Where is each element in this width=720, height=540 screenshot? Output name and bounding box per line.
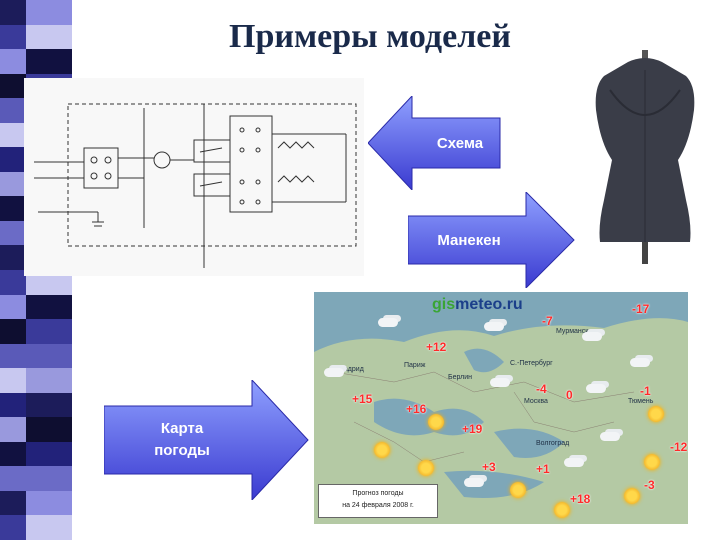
temperature-label: -7 bbox=[542, 314, 553, 328]
sun-icon bbox=[648, 406, 664, 422]
weather-map-label-line1: Карта bbox=[160, 420, 204, 437]
temperature-label: -4 bbox=[536, 382, 547, 396]
mannequin-image bbox=[590, 50, 700, 265]
strip-segment bbox=[0, 24, 72, 50]
temperature-label: +1 bbox=[536, 462, 550, 476]
cloud-icon bbox=[630, 358, 650, 367]
temperature-label: +18 bbox=[570, 492, 591, 506]
strip-segment bbox=[0, 49, 72, 74]
cloud-icon bbox=[490, 378, 510, 387]
cloud-icon bbox=[378, 318, 398, 327]
temperature-label: -1 bbox=[640, 384, 651, 398]
sun-icon bbox=[374, 442, 390, 458]
cloud-icon bbox=[600, 432, 620, 441]
strip-segment bbox=[0, 319, 72, 344]
temperature-label: +19 bbox=[462, 422, 483, 436]
temperature-label: +12 bbox=[426, 340, 447, 354]
strip-segment bbox=[0, 368, 72, 393]
city-label: Мурманск bbox=[556, 328, 589, 335]
weather-logo-suffix: meteo.ru bbox=[455, 296, 523, 313]
cloud-icon bbox=[464, 478, 484, 487]
sun-icon bbox=[554, 502, 570, 518]
strip-segment bbox=[0, 294, 72, 320]
forecast-caption: Прогноз погоды на 24 февраля 2008 г. bbox=[318, 484, 438, 518]
sun-icon bbox=[428, 414, 444, 430]
weather-map-label-line2: погоды bbox=[154, 442, 210, 459]
cloud-icon bbox=[564, 458, 584, 467]
strip-segment bbox=[0, 417, 72, 442]
sun-icon bbox=[624, 488, 640, 504]
scheme-arrow: Схема bbox=[368, 96, 502, 190]
strip-segment bbox=[0, 515, 72, 540]
sun-icon bbox=[644, 454, 660, 470]
weather-map-arrow: Карта погоды bbox=[104, 380, 310, 500]
weather-logo: gismeteo.ru bbox=[432, 296, 523, 314]
forecast-caption-line2: на 24 февраля 2008 г. bbox=[342, 502, 414, 509]
weather-map-label: Карта погоды bbox=[112, 418, 252, 462]
city-label: Мадрид bbox=[338, 366, 364, 373]
mannequin-arrow: Манекен bbox=[408, 192, 576, 288]
temperature-label: -3 bbox=[644, 478, 655, 492]
slide-title: Примеры моделей bbox=[229, 18, 511, 55]
city-label: Волгоград bbox=[536, 440, 570, 447]
scheme-label: Схема bbox=[436, 135, 484, 152]
temperature-label: +3 bbox=[482, 460, 496, 474]
strip-segment bbox=[0, 392, 72, 418]
city-label: С.-Петербург bbox=[510, 360, 553, 367]
city-label: Москва bbox=[524, 398, 548, 405]
strip-segment bbox=[0, 343, 72, 369]
weather-logo-prefix: gis bbox=[432, 296, 456, 313]
city-label: Тюмень bbox=[628, 398, 654, 405]
sun-icon bbox=[510, 482, 526, 498]
city-label: Берлин bbox=[448, 374, 473, 381]
strip-segment bbox=[0, 490, 72, 516]
temperature-label: +16 bbox=[406, 402, 427, 416]
temperature-label: 0 bbox=[566, 388, 573, 402]
sun-icon bbox=[418, 460, 434, 476]
temperature-label: -17 bbox=[632, 302, 650, 316]
right-arrow-icon bbox=[408, 192, 575, 288]
temperature-label: -12 bbox=[670, 440, 688, 454]
cloud-icon bbox=[586, 384, 606, 393]
strip-segment bbox=[0, 0, 72, 25]
cloud-icon bbox=[582, 332, 602, 341]
strip-segment bbox=[0, 466, 72, 491]
city-label: Париж bbox=[404, 362, 426, 369]
circuit-schematic-image bbox=[24, 78, 364, 276]
weather-map-image: gismeteo.ru -7 -17 +12 +15 +16 +19 -4 0 … bbox=[314, 292, 688, 524]
right-arrow-icon bbox=[104, 380, 309, 500]
forecast-caption-line1: Прогноз погоды bbox=[352, 490, 404, 497]
left-arrow-icon bbox=[368, 96, 501, 190]
strip-segment bbox=[0, 441, 72, 467]
cloud-icon bbox=[324, 368, 344, 377]
temperature-label: +15 bbox=[352, 392, 373, 406]
cloud-icon bbox=[484, 322, 504, 331]
mannequin-label: Манекен bbox=[437, 232, 501, 249]
